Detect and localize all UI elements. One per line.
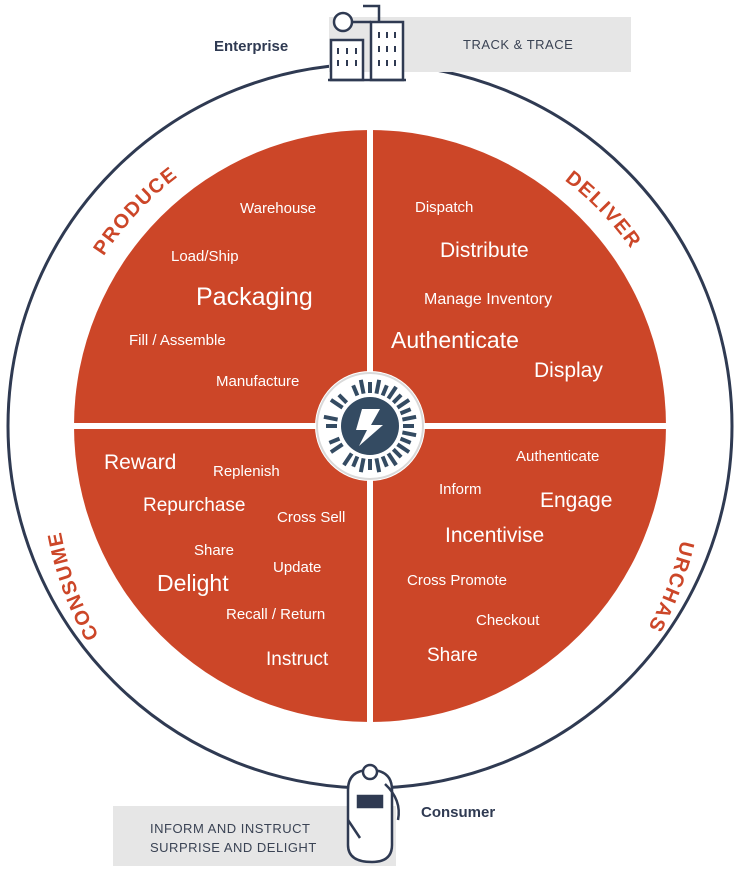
logo-ray: [328, 436, 341, 445]
purchase-word-cross-promote: Cross Promote: [407, 572, 507, 589]
logo-ray: [374, 379, 382, 395]
consume-word-delight: Delight: [157, 570, 229, 596]
logo-ray: [391, 393, 403, 405]
quadrant-deliver: [373, 130, 666, 423]
logo-ray: [401, 430, 417, 438]
purchase-word-share: Share: [427, 645, 478, 666]
logo-ray: [401, 414, 417, 422]
logo-ray: [337, 393, 349, 405]
logo-ray: [396, 442, 411, 454]
consume-word-update: Update: [273, 559, 321, 576]
consume-word-cross-sell: Cross Sell: [277, 509, 345, 526]
brand-logo-icon: [315, 371, 425, 481]
produce-word-packaging: Packaging: [196, 283, 313, 311]
consume-word-repurchase: Repurchase: [143, 495, 245, 516]
quadrant-fills: [74, 130, 666, 722]
purchase-word-engage: Engage: [540, 489, 612, 512]
consume-word-recall-return: Recall / Return: [226, 606, 325, 623]
enterprise-label: Enterprise: [214, 38, 288, 55]
logo-ray: [358, 457, 366, 473]
logo-ray: [323, 414, 339, 422]
logo-ray: [386, 452, 398, 467]
purchase-word-checkout: Checkout: [476, 612, 540, 629]
purchase-word-authenticate: Authenticate: [516, 448, 599, 465]
logo-ray: [386, 385, 398, 400]
logo-ray: [342, 452, 354, 467]
consume-word-replenish: Replenish: [213, 463, 280, 480]
consumer-person-icon: [346, 763, 400, 864]
deliver-word-distribute: Distribute: [440, 239, 529, 262]
logo-ray: [380, 384, 389, 397]
consume-word-share: Share: [194, 542, 234, 559]
logo-ray: [351, 455, 360, 468]
logo-ray: [329, 442, 344, 454]
deliver-word-dispatch: Dispatch: [415, 199, 473, 216]
logo-ray: [374, 457, 382, 473]
deliver-word-authenticate: Authenticate: [391, 327, 519, 353]
produce-word-load-ship: Load/Ship: [171, 248, 239, 265]
consume-word-instruct: Instruct: [266, 649, 329, 670]
inform-instruct-line-1: INFORM AND INSTRUCT: [150, 821, 310, 836]
enterprise-buildings-icon: [328, 4, 406, 82]
purchase-word-inform: Inform: [439, 481, 482, 498]
quadrant-produce: [74, 130, 367, 423]
logo-ray: [329, 398, 344, 410]
logo-ray: [358, 379, 366, 395]
logo-ray: [399, 436, 412, 445]
purchase-word-incentivise: Incentivise: [445, 524, 544, 547]
produce-word-manufacture: Manufacture: [216, 373, 299, 390]
logo-ray: [380, 455, 389, 468]
produce-word-fill-assemble: Fill / Assemble: [129, 332, 226, 349]
logo-ray: [351, 384, 360, 397]
consume-word-reward: Reward: [104, 451, 176, 474]
consumer-label: Consumer: [421, 804, 495, 821]
logo-ray: [391, 447, 403, 459]
inform-instruct-line-2: SURPRISE AND DELIGHT: [150, 840, 317, 855]
produce-word-warehouse: Warehouse: [240, 200, 316, 217]
deliver-word-display: Display: [534, 359, 603, 382]
logo-ray: [399, 407, 412, 416]
track-trace-text: TRACK & TRACE: [463, 37, 573, 52]
consume-label: CONSUME: [44, 529, 103, 644]
deliver-word-manage-inventory: Manage Inventory: [424, 291, 552, 308]
logo-ray: [396, 398, 411, 410]
